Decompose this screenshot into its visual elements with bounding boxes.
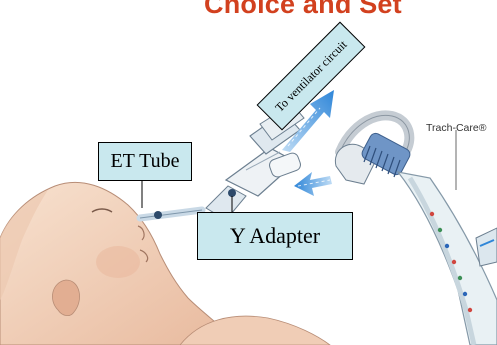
et-tube [140, 210, 202, 219]
infant-figure [0, 182, 330, 345]
slide-title: Choice and Set [204, 0, 497, 20]
trach-care-device [335, 115, 497, 345]
et-tube-label: ET Tube [98, 142, 192, 181]
trach-care-label: Trach-Care® [426, 122, 486, 134]
y-adapter-label: Y Adapter [197, 212, 353, 260]
flow-arrow-icon [294, 172, 332, 196]
